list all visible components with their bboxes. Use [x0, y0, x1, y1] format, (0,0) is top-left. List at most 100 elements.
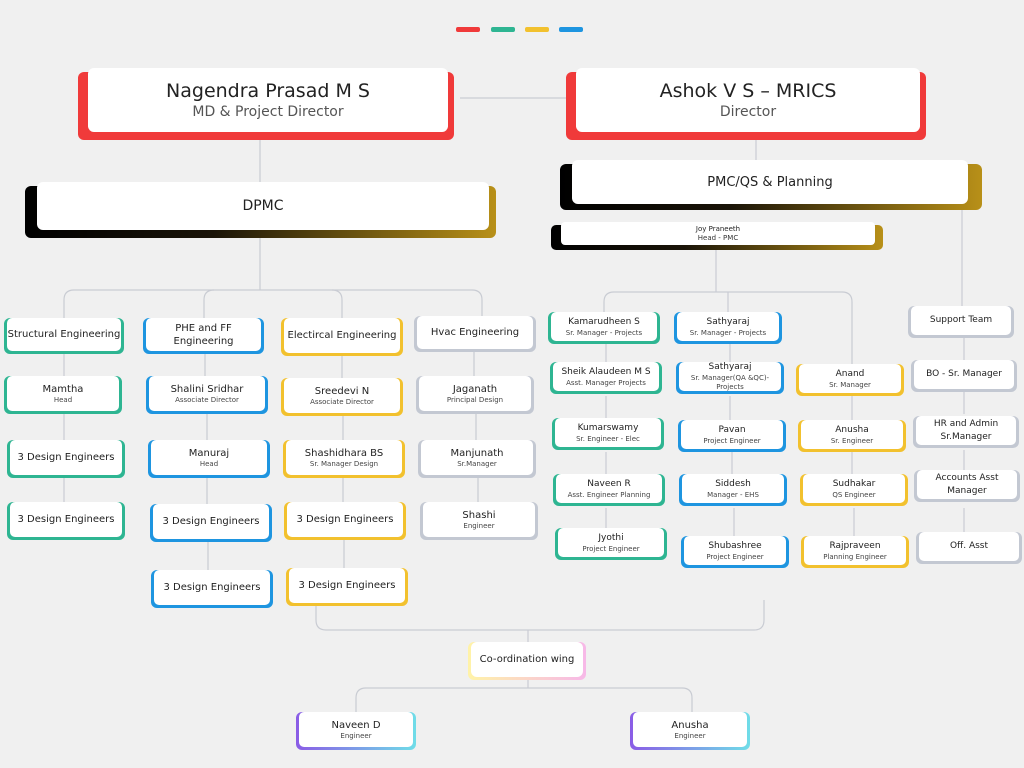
support-member[interactable]: Support Team [908, 306, 1014, 338]
node-name: Shashi [462, 509, 496, 521]
node-role: MD & Project Director [192, 104, 344, 120]
structural-member[interactable]: 3 Design Engineers [7, 440, 125, 478]
node-role: Project Engineer [703, 436, 761, 445]
node-role: Sr. Engineer [830, 436, 874, 445]
node-joy-praneeth[interactable]: Joy Praneeth Head - PMC [551, 222, 883, 250]
dpmc-label: DPMC [242, 198, 284, 214]
node-name: Kamarudheen S [568, 316, 640, 327]
node-role: Associate Director [310, 397, 374, 406]
node-role: Project Engineer [582, 544, 640, 553]
node-name: Off. Asst [949, 541, 989, 551]
node-role: Sr. Manager - Projects [565, 328, 643, 337]
node-name: Rajpraveen [829, 540, 881, 551]
legend-stripe-yellow [525, 27, 549, 32]
node-md-director[interactable]: Nagendra Prasad M S MD & Project Directo… [78, 68, 454, 140]
node-name: Naveen D [331, 719, 381, 731]
node-role: Asst. Engineer Planning [567, 490, 651, 499]
dept-electrical-head[interactable]: Electircal Engineering [281, 318, 403, 356]
structural-member[interactable]: 3 Design Engineers [7, 502, 125, 540]
node-role: Head [53, 395, 73, 404]
node-name: Shalini Sridhar [170, 383, 244, 395]
node-name: HR and Admin Sr.Manager [933, 418, 999, 442]
legend-stripe-green [491, 27, 515, 32]
dept-hvac-head[interactable]: Hvac Engineering [414, 316, 536, 352]
node-role: Director [719, 104, 777, 120]
node-pmc-planning[interactable]: PMC/QS & Planning [560, 160, 982, 210]
node-name: Nagendra Prasad M S [166, 80, 370, 102]
node-name: Anand [835, 368, 865, 379]
node-name: 3 Design Engineers [163, 582, 261, 593]
node-role: Engineer [674, 731, 706, 740]
node-role: Associate Director [175, 395, 239, 404]
node-role: Sr. Manager [829, 380, 871, 389]
node-name: Shashidhara BS [304, 447, 384, 459]
node-director[interactable]: Ashok V S – MRICS Director [566, 68, 926, 140]
node-name: Structural Engineering [7, 329, 121, 340]
support-member[interactable]: HR and Admin Sr.Manager [913, 416, 1019, 448]
legend-stripe-blue [559, 27, 583, 32]
node-role: Sr. Engineer - Elec [576, 434, 640, 443]
support-member[interactable]: BO - Sr. Manager [911, 360, 1017, 392]
node-role: Sr. Manager - Projects [689, 328, 767, 337]
electrical-member[interactable]: 3 Design Engineers [284, 502, 406, 540]
pmc-label: PMC/QS & Planning [707, 174, 833, 190]
node-name: PHE and FF Engineering [173, 322, 234, 347]
node-name: Ashok V S – MRICS [659, 80, 837, 102]
node-name: Sathyaraj [706, 316, 750, 327]
coord-label: Co-ordination wing [479, 654, 575, 665]
node-role: Asst. Manager Projects [566, 378, 646, 387]
phe-member[interactable]: 3 Design Engineers [151, 570, 273, 608]
node-coordination-wing[interactable]: Co-ordination wing [468, 642, 586, 680]
node-name: Manuraj [188, 447, 230, 459]
node-name: BO - Sr. Manager [926, 369, 1002, 379]
node-name: Accounts Asst Manager [935, 472, 999, 496]
support-member[interactable]: Off. Asst [916, 532, 1022, 564]
electrical-member[interactable]: 3 Design Engineers [286, 568, 408, 606]
node-name: Sudhakar [832, 478, 876, 489]
phe-member[interactable]: 3 Design Engineers [150, 504, 272, 542]
node-dpmc[interactable]: DPMC [25, 182, 496, 238]
node-name: Anusha [835, 424, 869, 435]
dept-phe-head[interactable]: PHE and FF Engineering [143, 318, 264, 354]
node-name: Kumarswamy [577, 422, 639, 433]
node-name: Jyothi [598, 532, 624, 543]
node-role: Manager - EHS [707, 490, 759, 499]
node-name: 3 Design Engineers [162, 516, 260, 527]
node-role: Head [199, 459, 219, 468]
node-name: Siddesh [715, 478, 751, 489]
support-member[interactable]: Accounts Asst Manager [914, 470, 1020, 502]
node-name: Sheik Alaudeen M S [561, 366, 651, 377]
joy-role: Head - PMC [697, 233, 739, 242]
node-name: Naveen R [587, 478, 631, 489]
node-name: Support Team [929, 315, 993, 325]
joy-name: Joy Praneeth [695, 224, 741, 233]
node-name: 3 Design Engineers [17, 514, 115, 525]
node-name: Shubashree [708, 540, 762, 551]
dept-structural-head[interactable]: Structural Engineering [4, 318, 124, 354]
